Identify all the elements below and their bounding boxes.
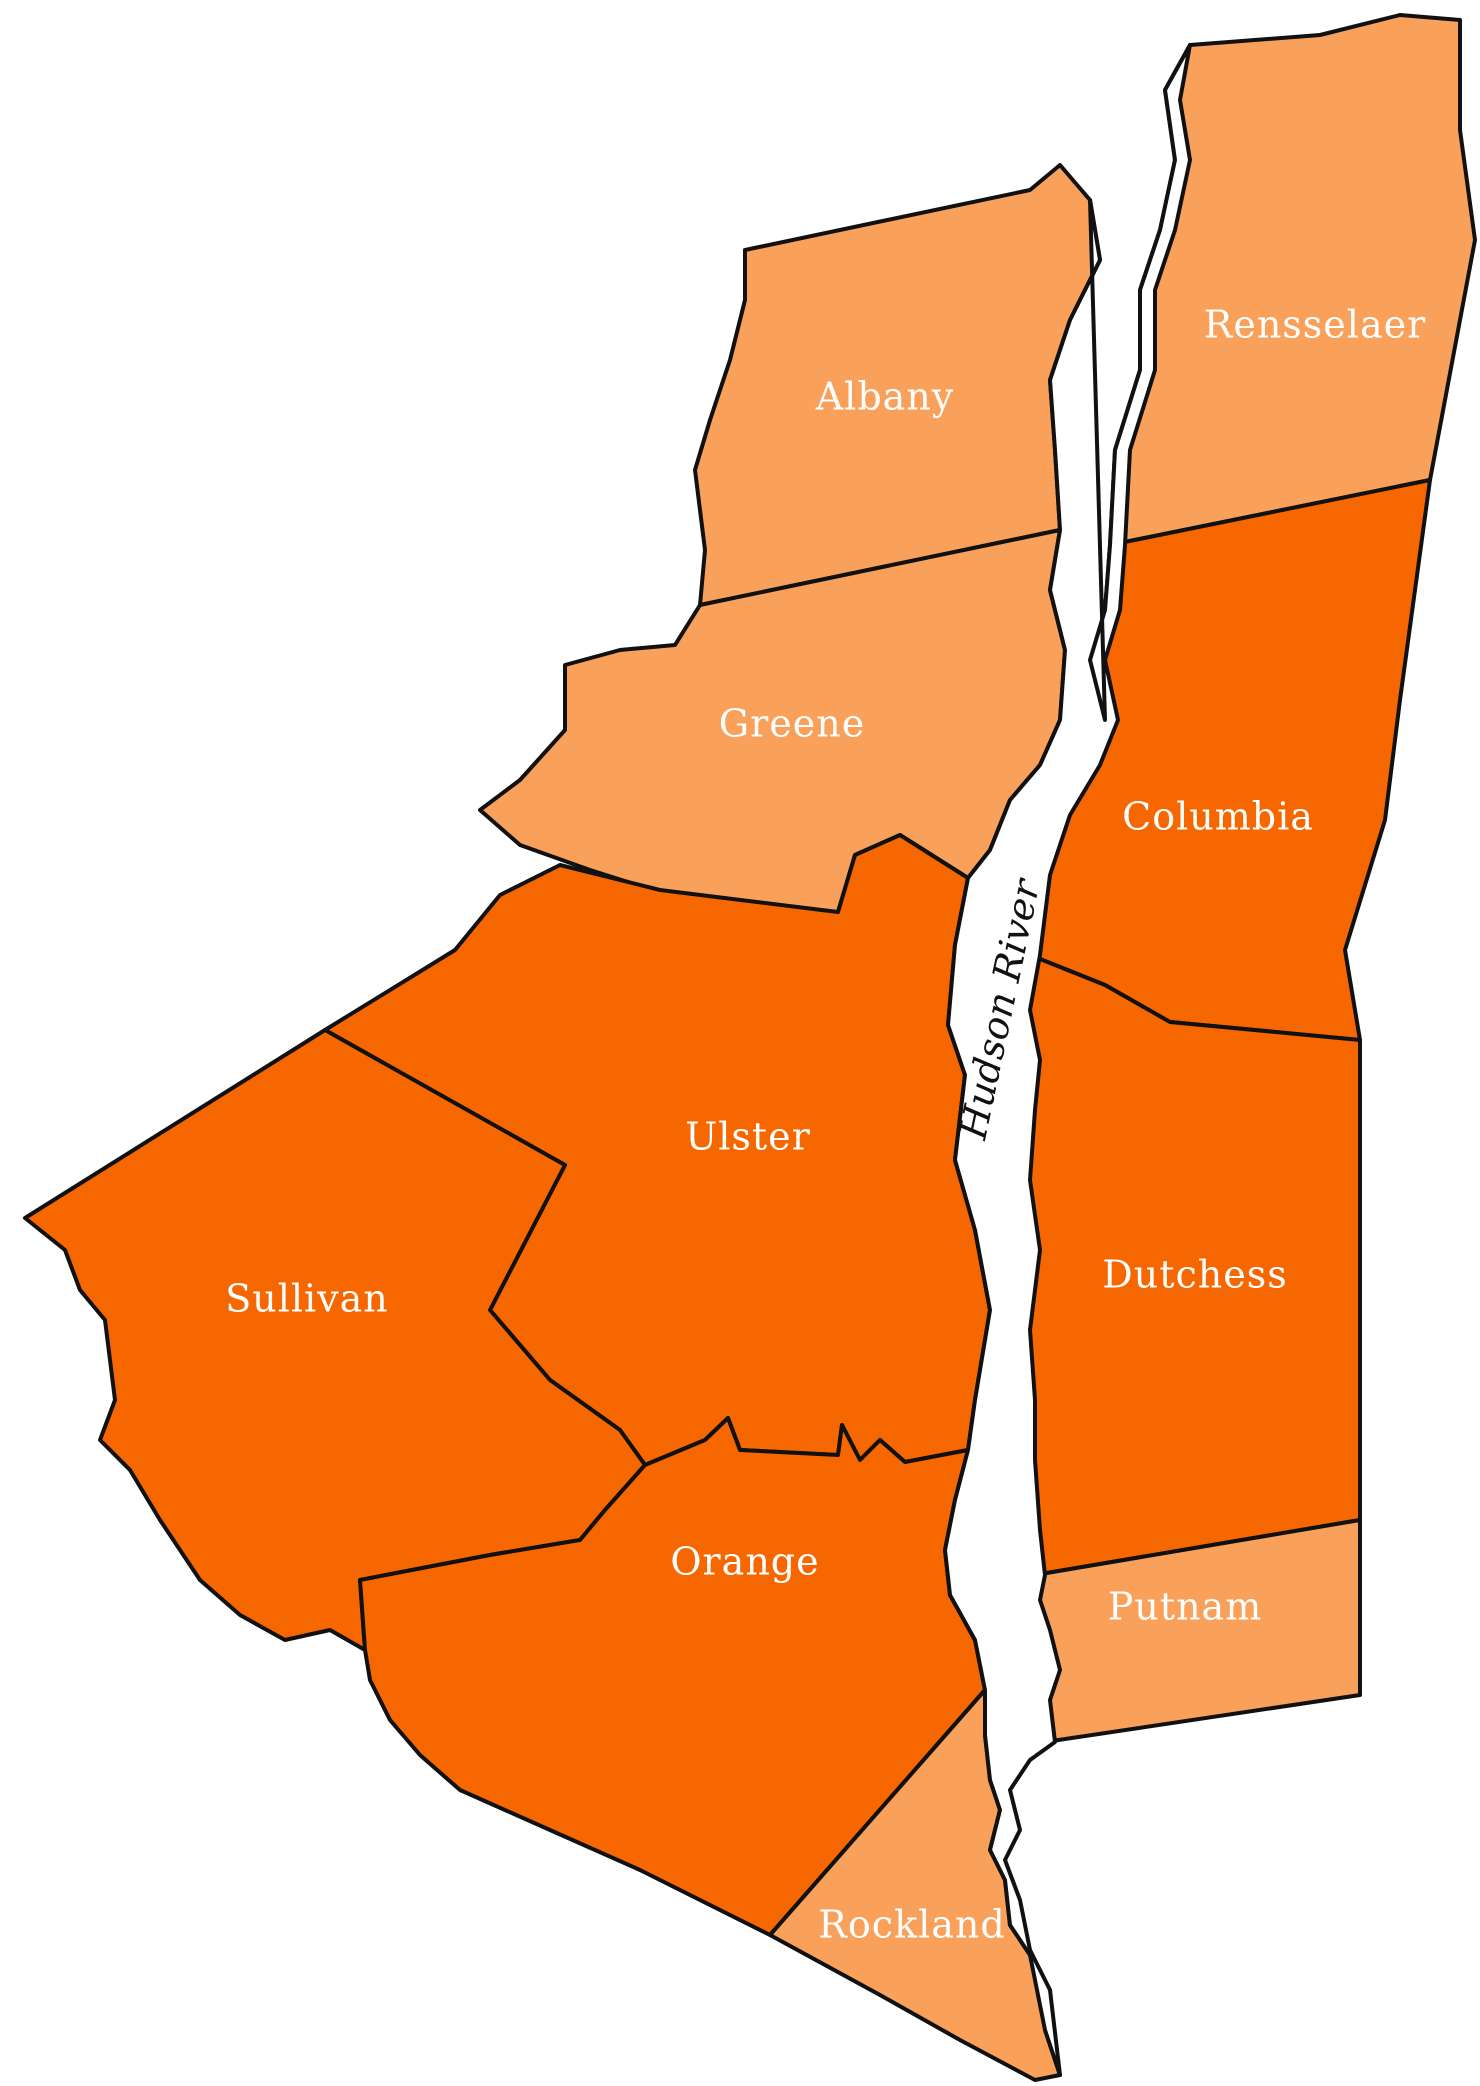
hudson-river [943,43,1192,2077]
county-label-ulster: Ulster [685,1115,811,1159]
county-label-columbia: Columbia [1122,795,1314,839]
county-label-sullivan: Sullivan [225,1277,389,1321]
county-sullivan[interactable] [23,1028,647,1652]
county-label-putnam: Putnam [1108,1585,1262,1629]
county-label-orange: Orange [670,1540,819,1584]
county-label-albany: Albany [815,375,955,419]
county-label-greene: Greene [719,702,865,746]
county-label-dutchess: Dutchess [1102,1253,1287,1297]
county-label-rockland: Rockland [818,1903,1005,1947]
county-label-rensselaer: Rensselaer [1204,303,1427,347]
